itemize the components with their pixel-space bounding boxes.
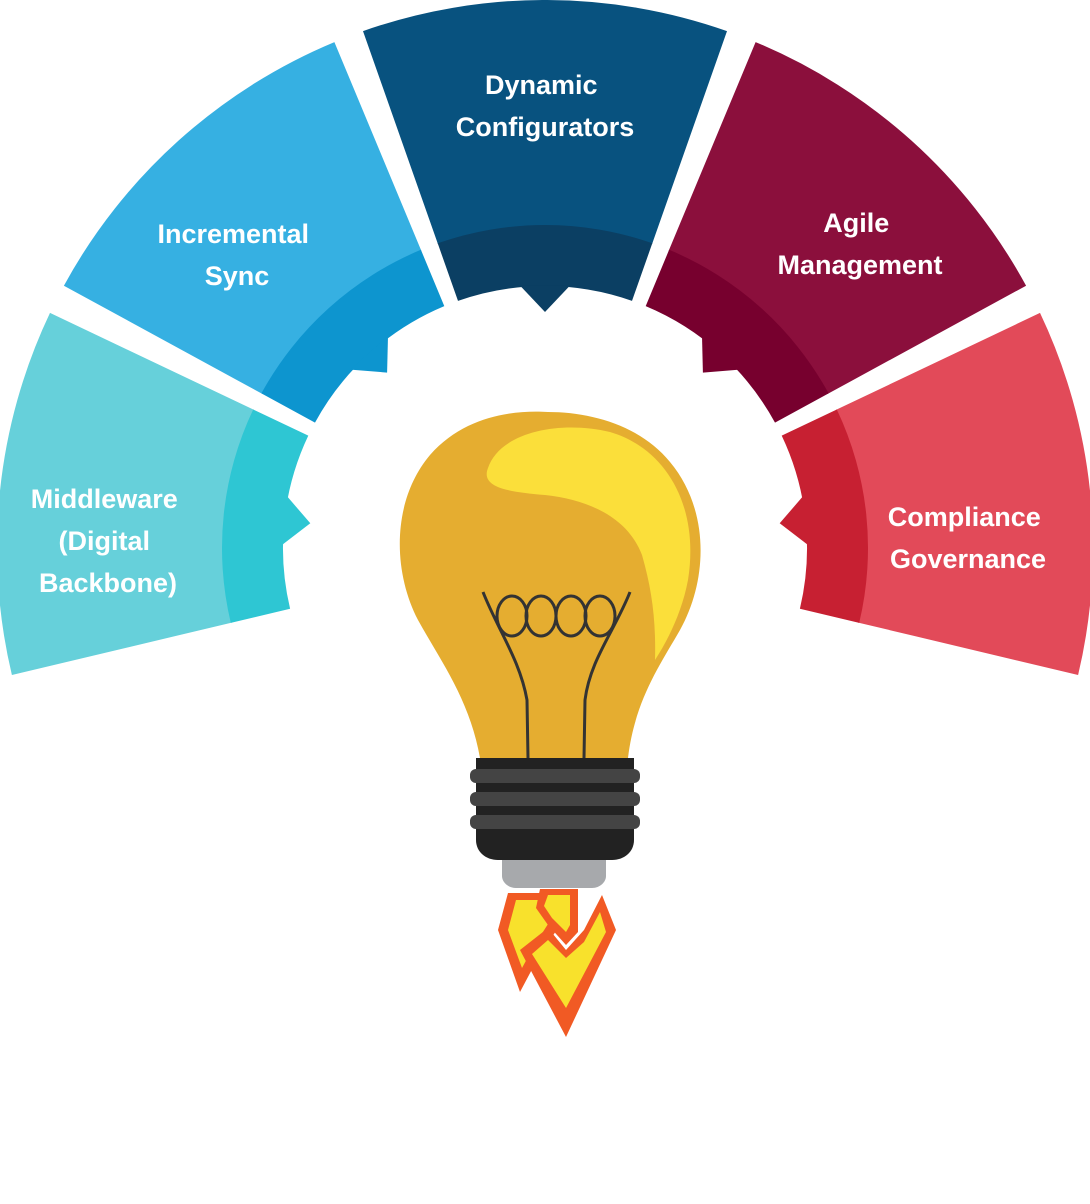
segment-pointer-dynamic-configurators [520, 285, 571, 312]
rocket-flames [498, 889, 616, 1037]
bulb-tip [502, 860, 606, 888]
lightbulb-rocket-icon [400, 412, 701, 1037]
